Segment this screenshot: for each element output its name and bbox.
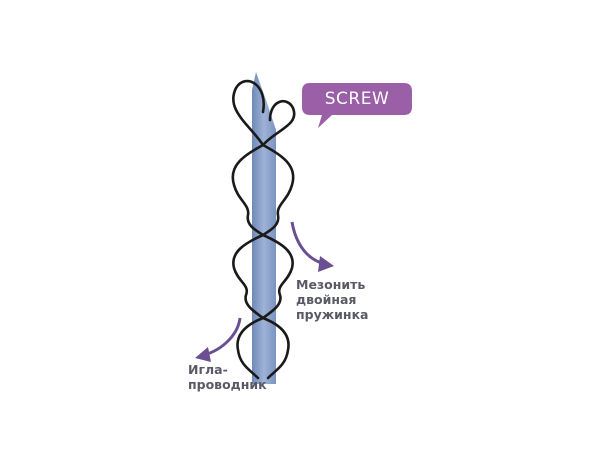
thread-label: Мезонить двойная пружинка <box>296 277 369 322</box>
thread-label-line: двойная <box>296 292 357 307</box>
screw-label: SCREW <box>324 89 390 109</box>
thread-seg2-right <box>261 233 294 320</box>
needle-label-line: Игла- <box>188 362 228 377</box>
thread-seg1-left <box>231 143 265 237</box>
speech-bubble <box>302 83 412 128</box>
thread-seg3-left <box>236 316 265 380</box>
thread-seg2-left <box>232 233 265 320</box>
thread-label-line: пружинка <box>296 307 369 322</box>
needle-label-line: проводник <box>188 377 267 392</box>
double-spring-thread <box>231 79 296 380</box>
thread-top-right-loop <box>261 99 296 147</box>
thread-label-line: Мезонить <box>296 277 366 292</box>
thread-top-left-loop <box>232 79 266 147</box>
thread-seg1-right <box>261 143 295 237</box>
arrow-head-thread <box>318 256 334 272</box>
needle-label: Игла- проводник <box>188 362 267 392</box>
arrow-to-needle-label <box>203 317 242 357</box>
thread-seg3-right <box>261 316 290 380</box>
arrow-head-needle <box>195 347 211 362</box>
